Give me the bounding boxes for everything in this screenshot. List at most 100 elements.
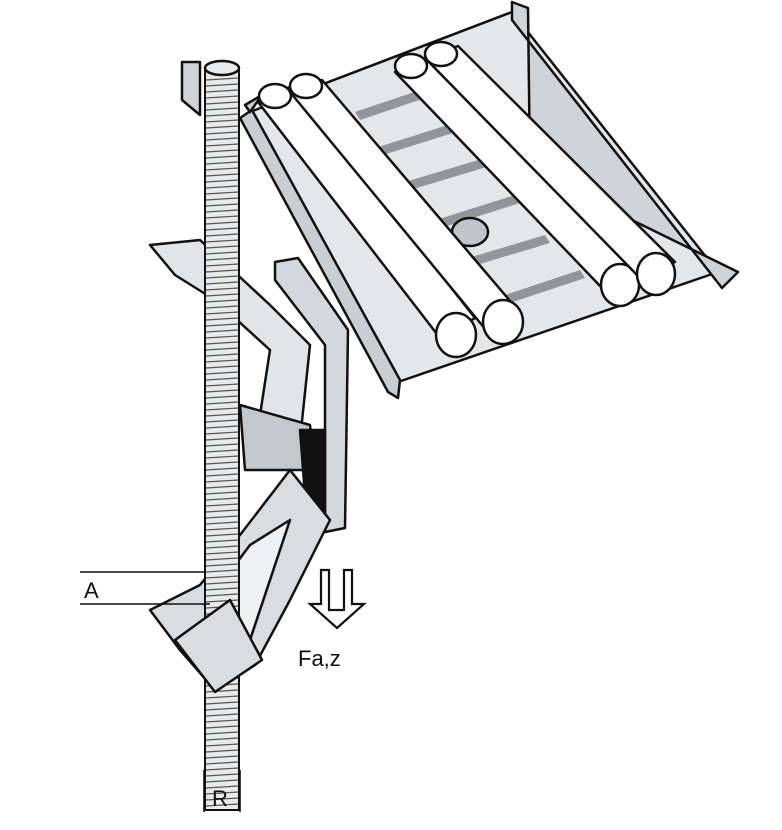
rod-thread bbox=[205, 797, 239, 801]
rod-thread bbox=[205, 233, 239, 237]
rod-thread bbox=[205, 251, 239, 255]
rod-thread bbox=[205, 551, 239, 555]
rod-thread bbox=[205, 197, 239, 201]
rod-thread bbox=[205, 791, 239, 795]
rod-thread bbox=[205, 491, 239, 495]
rod-thread bbox=[205, 377, 239, 381]
rod-thread bbox=[205, 599, 239, 603]
rod-thread bbox=[205, 545, 239, 549]
rod-thread bbox=[205, 437, 239, 441]
rod-thread bbox=[205, 587, 239, 591]
rod-thread bbox=[205, 107, 239, 111]
rod-thread bbox=[205, 113, 239, 117]
rod-thread bbox=[205, 293, 239, 297]
rod-thread bbox=[205, 485, 239, 489]
bracket-vertical-plate bbox=[273, 256, 350, 534]
rod-thread bbox=[205, 707, 239, 711]
rod-thread bbox=[205, 299, 239, 303]
rod-thread bbox=[205, 785, 239, 789]
rod-thread bbox=[205, 245, 239, 249]
rod-thread bbox=[205, 77, 239, 81]
label-force: Fa,z bbox=[298, 646, 341, 671]
rod-thread bbox=[205, 359, 239, 363]
rod-thread bbox=[205, 89, 239, 93]
threaded-rod bbox=[203, 59, 241, 811]
rod-thread bbox=[205, 497, 239, 501]
rod-thread bbox=[205, 341, 239, 345]
rod-thread bbox=[205, 701, 239, 705]
rod-thread bbox=[205, 185, 239, 189]
rod-thread bbox=[205, 689, 239, 693]
rod-thread bbox=[205, 557, 239, 561]
rod-thread bbox=[205, 275, 239, 279]
rod-thread bbox=[205, 209, 239, 213]
rod-thread bbox=[205, 731, 239, 735]
rod-thread bbox=[205, 323, 239, 327]
rod-thread bbox=[205, 527, 239, 531]
rod-thread bbox=[205, 581, 239, 585]
rod-thread bbox=[205, 539, 239, 543]
rod-thread bbox=[205, 347, 239, 351]
rod-thread bbox=[205, 431, 239, 435]
rod-thread bbox=[205, 575, 239, 579]
rod-thread bbox=[205, 131, 239, 135]
rod-thread bbox=[205, 257, 239, 261]
rod-thread bbox=[205, 143, 239, 147]
rod-thread bbox=[205, 149, 239, 153]
rod-thread bbox=[205, 761, 239, 765]
rod-thread bbox=[205, 467, 239, 471]
rod-thread bbox=[205, 311, 239, 315]
bracket-back-tab bbox=[180, 60, 202, 117]
rod-thread bbox=[205, 335, 239, 339]
rod-thread bbox=[205, 779, 239, 783]
rod-thread bbox=[205, 479, 239, 483]
rod-thread bbox=[205, 695, 239, 699]
rod-thread bbox=[205, 155, 239, 159]
label-a: A bbox=[84, 578, 99, 603]
rod-thread bbox=[205, 563, 239, 567]
rod-thread bbox=[205, 443, 239, 447]
rod-thread bbox=[205, 329, 239, 333]
rod-thread bbox=[205, 743, 239, 747]
rod-thread bbox=[205, 287, 239, 291]
rod-thread bbox=[205, 305, 239, 309]
rod-thread bbox=[205, 353, 239, 357]
rod-thread bbox=[205, 191, 239, 195]
rod-thread bbox=[205, 239, 239, 243]
rod-thread bbox=[205, 455, 239, 459]
rod-thread bbox=[205, 119, 239, 123]
rod-thread bbox=[205, 95, 239, 99]
rod-thread bbox=[205, 515, 239, 519]
label-r: R bbox=[212, 786, 228, 811]
rod-thread bbox=[205, 215, 239, 219]
rod-thread bbox=[205, 383, 239, 387]
rod-thread bbox=[205, 173, 239, 177]
rod-thread bbox=[205, 371, 239, 375]
rod-thread bbox=[205, 221, 239, 225]
rod-thread bbox=[205, 203, 239, 207]
rod-thread bbox=[205, 317, 239, 321]
rod-thread bbox=[205, 719, 239, 723]
rod-thread bbox=[205, 473, 239, 477]
tray-slats bbox=[355, 80, 585, 308]
rod-thread bbox=[205, 521, 239, 525]
rod-thread bbox=[205, 269, 239, 273]
rod-thread bbox=[205, 401, 239, 405]
rod-thread bbox=[205, 461, 239, 465]
rod-thread bbox=[205, 161, 239, 165]
tray-back-lip bbox=[243, 93, 264, 114]
rod-thread bbox=[205, 713, 239, 717]
rod-thread bbox=[205, 509, 239, 513]
rod-thread bbox=[205, 767, 239, 771]
rod-thread bbox=[205, 419, 239, 423]
rod-thread bbox=[205, 83, 239, 87]
rod-thread bbox=[205, 449, 239, 453]
rod-thread bbox=[205, 179, 239, 183]
cables bbox=[256, 40, 677, 359]
rod-thread bbox=[205, 125, 239, 129]
rod-thread bbox=[205, 167, 239, 171]
rod-thread bbox=[205, 737, 239, 741]
rod-thread bbox=[205, 101, 239, 105]
rod-thread bbox=[205, 137, 239, 141]
